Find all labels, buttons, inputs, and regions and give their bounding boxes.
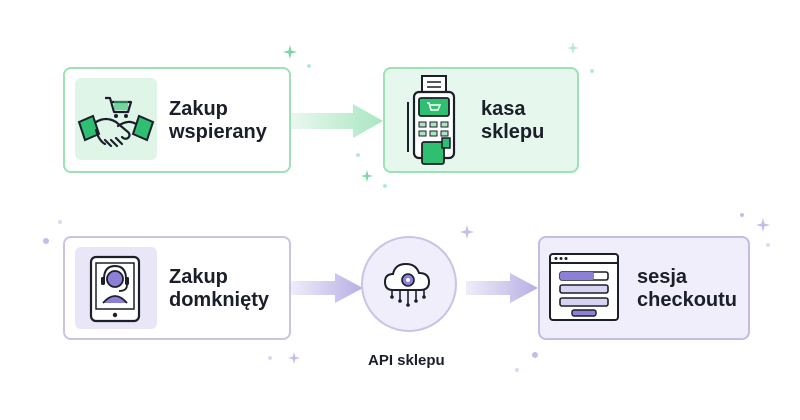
decor-dot (356, 153, 360, 157)
tablet-headset-icon (89, 255, 141, 323)
closed-purchase-label: Zakup domknięty (169, 266, 269, 312)
supported-purchase-line1: Zakup (169, 98, 228, 120)
supported-purchase-label: Zakup wspierany (169, 98, 267, 144)
closed-purchase-line1: Zakup (169, 266, 228, 288)
decor-dot (515, 368, 519, 372)
sparkle-icon (361, 170, 373, 182)
decor-dot (532, 352, 538, 358)
decor-dot (268, 356, 272, 360)
checkout-session-label: sesja checkoutu (637, 266, 737, 312)
store-checkout-label: kasa sklepu (481, 98, 544, 144)
sparkle-icon (460, 225, 474, 239)
supported-purchase-icon-tile (75, 78, 157, 160)
decor-dot (43, 238, 49, 244)
store-api-node (361, 236, 457, 332)
decor-dot (590, 69, 594, 73)
closed-purchase-line2: domknięty (169, 289, 270, 311)
supported-purchase-line2: wspierany (169, 121, 267, 143)
store-checkout-line2: sklepu (481, 121, 545, 143)
decor-dot (766, 243, 770, 247)
top-arrow (291, 104, 383, 138)
handshake-cart-icon (77, 96, 155, 148)
decor-dot (740, 213, 744, 217)
decor-dot (58, 220, 62, 224)
closed-purchase-icon-tile (75, 247, 157, 329)
bottom-arrow-2 (466, 273, 538, 303)
payment-terminal-icon (407, 75, 456, 165)
sparkle-icon (288, 352, 300, 364)
checkout-session-line2: checkoutu (637, 289, 738, 311)
sparkle-icon (756, 218, 770, 232)
decor-dot (383, 184, 387, 188)
checkout-session-line1: sesja (637, 266, 688, 288)
store-api-caption: API sklepu (368, 352, 445, 369)
sparkle-icon (283, 45, 297, 59)
cloud-gear-icon (383, 262, 431, 307)
store-checkout-line1: kasa (481, 98, 526, 120)
checkout-window-icon (549, 253, 619, 321)
bottom-arrow-1 (291, 273, 363, 303)
decor-dot (307, 64, 311, 68)
sparkle-icon (567, 42, 579, 54)
